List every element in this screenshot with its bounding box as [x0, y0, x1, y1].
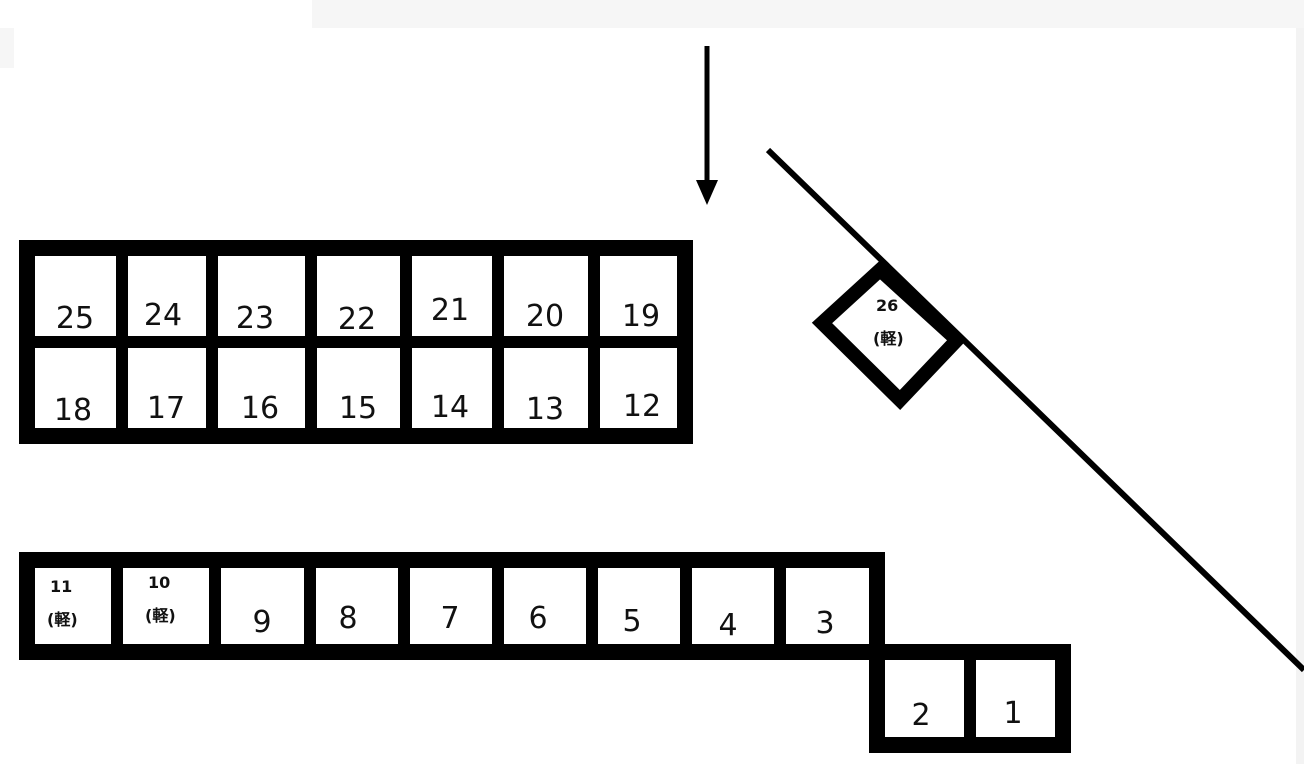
space-label: 23 [236, 301, 274, 336]
space-label: 18 [54, 393, 92, 428]
space-label: 19 [622, 299, 660, 334]
space-label: 10 [148, 573, 170, 592]
space-label: 2 [911, 698, 930, 733]
space-label: 15 [339, 391, 377, 426]
top-band [312, 0, 1304, 28]
space-label: 3 [815, 606, 834, 641]
space-label: 8 [338, 601, 357, 636]
right-band [1296, 28, 1304, 764]
space-label: 4 [718, 608, 737, 643]
space-label: 6 [528, 601, 547, 636]
space-note: (軽) [873, 329, 904, 348]
road-boundary-line [765, 147, 1304, 673]
space-note: (軽) [47, 610, 78, 629]
entrance-arrow-icon [696, 46, 718, 205]
lower-block: 11 (軽) 10 (軽) 9 8 7 6 5 4 3 2 1 [19, 552, 1071, 753]
left-band [0, 28, 14, 68]
space-label: 9 [252, 605, 271, 640]
space-label: 24 [144, 298, 182, 333]
space-label: 13 [526, 392, 564, 427]
space-label: 14 [431, 390, 469, 425]
space-label: 26 [876, 296, 898, 315]
space-label: 22 [338, 302, 376, 337]
space-label: 5 [622, 604, 641, 639]
upper-block: 25 24 23 22 21 20 19 18 17 16 15 14 13 1… [19, 240, 693, 444]
space-label: 25 [56, 301, 94, 336]
space-label: 11 [50, 577, 72, 596]
space-label: 16 [241, 391, 279, 426]
diagonal-space: 26 (軽) [811, 260, 968, 410]
space-label: 7 [440, 601, 459, 636]
space-label: 20 [526, 299, 564, 334]
space-label: 12 [623, 389, 661, 424]
space-label: 1 [1003, 696, 1022, 731]
space-label: 17 [147, 391, 185, 426]
space-note: (軽) [145, 606, 176, 625]
space-label: 21 [431, 293, 469, 328]
